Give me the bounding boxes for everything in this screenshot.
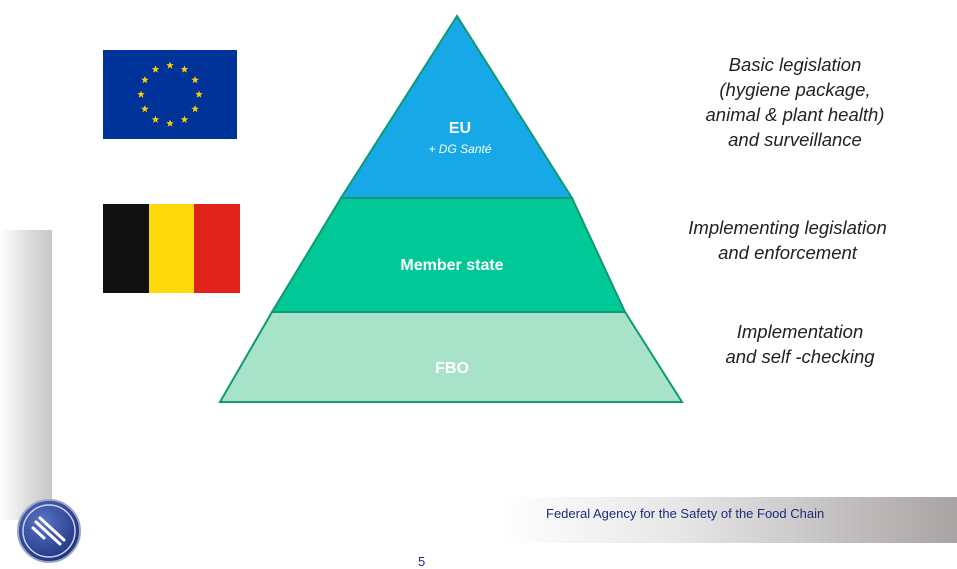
description-member-state-level: Implementing legislation and enforcement (650, 215, 925, 265)
pyramid-level-fbo (218, 311, 684, 403)
pyramid-sublabel-dg-sante: + DG Santé (428, 142, 491, 156)
description-line: Implementation (736, 321, 864, 342)
description-line: animal & plant health) (705, 104, 885, 125)
belgium-flag-stripe-black (103, 204, 149, 293)
description-line: and surveillance (728, 129, 862, 150)
eu-flag-star (180, 115, 189, 123)
eu-flag-icon (103, 50, 237, 139)
pyramid-level-member-state (270, 197, 627, 313)
footer-band (500, 497, 957, 543)
eu-flag-star (195, 90, 203, 98)
belgium-flag-stripe-red (194, 204, 241, 293)
pyramid-label-member-state: Member state (400, 257, 503, 274)
eu-flag-star (151, 65, 160, 73)
pyramid-label-eu: EU (449, 120, 471, 137)
eu-flag-star (191, 105, 199, 113)
eu-flag-star (137, 90, 145, 98)
footer-agency-name: Federal Agency for the Safety of the Foo… (546, 506, 825, 521)
description-eu-level: Basic legislation (hygiene package, anim… (660, 52, 930, 152)
description-line: and enforcement (718, 242, 857, 263)
belgium-flag-icon (103, 204, 241, 293)
description-line: Implementing legislation (688, 217, 887, 238)
eu-flag-star (166, 61, 174, 69)
eu-flag-star (141, 105, 149, 113)
eu-flag-star (166, 119, 174, 127)
pyramid-label-fbo: FBO (435, 360, 469, 377)
left-decorative-band (0, 230, 52, 520)
eu-flag-star (191, 76, 199, 84)
pyramid-level-eu (339, 14, 574, 199)
description-fbo-level: Implementation and self -checking (675, 319, 925, 369)
eu-flag-star (141, 76, 149, 84)
agency-logo-icon (17, 499, 81, 563)
pyramid-diagram: EU + DG Santé Member state FBO (218, 14, 684, 403)
eu-flag-star (180, 65, 189, 73)
description-line: (hygiene package, (719, 79, 871, 100)
eu-flag-star (151, 115, 160, 123)
page-number: 5 (418, 554, 426, 569)
belgium-flag-stripe-yellow (148, 204, 195, 293)
description-line: Basic legislation (728, 54, 862, 75)
description-line: and self -checking (725, 346, 875, 367)
